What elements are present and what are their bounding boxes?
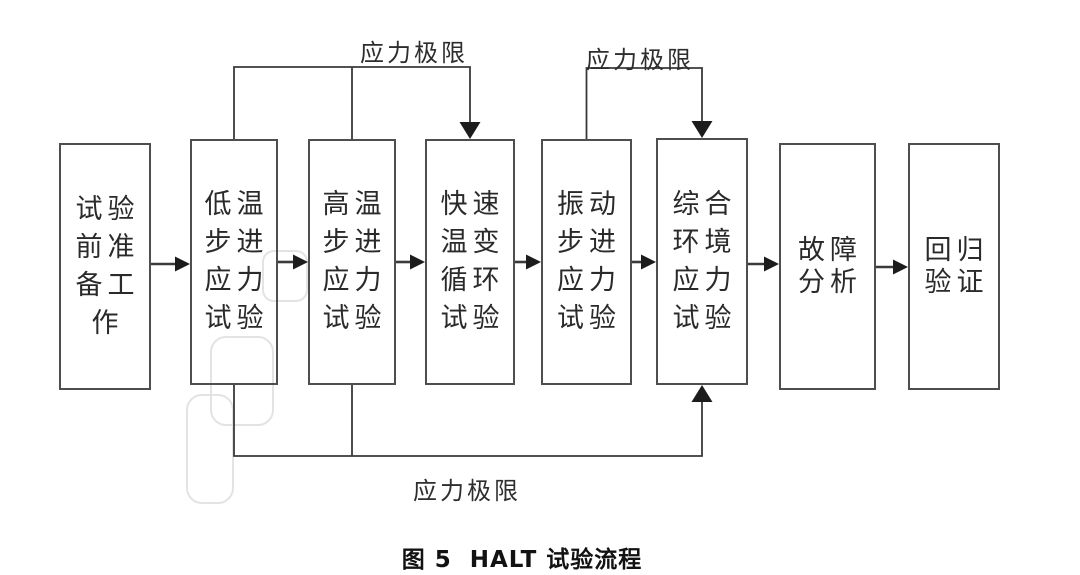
- box-label-line: 故障: [798, 234, 862, 266]
- flow-arrow-head: [293, 254, 308, 270]
- flow-box-high-temp-step: 高温步进应力试验: [308, 139, 396, 385]
- box-label-line: 试验: [204, 303, 269, 334]
- box-label-line: 综合: [672, 188, 737, 220]
- box-label-line: 试验: [672, 302, 737, 334]
- box-label-line: 快速: [440, 189, 505, 220]
- figure-title: HALT 试验流程: [469, 547, 643, 573]
- box-label-line: 高温: [322, 189, 387, 220]
- box-label-line: 步进: [204, 227, 269, 258]
- flow-box-test-preparation: 试验前准备工作: [59, 143, 151, 390]
- stress-limit-bracket-top-right: [585, 67, 703, 139]
- box-label-line: 低温: [204, 189, 269, 220]
- stress-limit-bracket-bottom-head: [691, 385, 713, 402]
- flow-box-combined-env-stress: 综合环境应力试验: [656, 138, 748, 385]
- stress-limit-label-top-right: 应力极限: [586, 46, 694, 74]
- box-label-line: 应力: [672, 264, 737, 296]
- flow-box-vibration-step: 振动步进应力试验: [541, 139, 632, 385]
- box-label-line: 备工: [75, 269, 140, 301]
- stress-limit-label-bottom: 应力极限: [413, 477, 521, 505]
- box-label-line: 作: [91, 307, 124, 339]
- stress-limit-bracket-top-right-head: [691, 121, 713, 138]
- flow-arrow-head: [410, 254, 425, 270]
- box-label-line: 环境: [672, 226, 737, 258]
- box-label-line: 应力: [557, 265, 621, 296]
- flow-arrow-head: [175, 256, 190, 272]
- flow-arrow-head: [764, 256, 779, 272]
- box-label-line: 分析: [798, 266, 862, 298]
- watermark-shape: [262, 250, 308, 302]
- figure-caption: 图 5 HALT 试验流程: [0, 540, 1044, 574]
- figure-label: 图 5: [401, 547, 452, 573]
- watermark-shape: [186, 394, 234, 504]
- stress-limit-bracket-bottom: [233, 385, 703, 457]
- flow-box-low-temp-step: 低温步进应力试验: [190, 139, 278, 385]
- box-label-line: 试验: [322, 303, 387, 334]
- flow-arrow-head: [641, 254, 656, 270]
- watermark-shape: [210, 336, 274, 426]
- box-label-line: 验证: [924, 266, 989, 298]
- flow-box-rapid-thermal-cycle: 快速温变循环试验: [425, 139, 515, 385]
- stress-limit-bracket-top-left-head: [459, 122, 481, 139]
- box-label-line: 回归: [924, 234, 989, 266]
- box-label-line: 振动: [557, 189, 621, 220]
- box-label-line: 试验: [557, 303, 621, 334]
- flow-box-fault-analysis: 故障分析: [779, 143, 876, 390]
- box-label-line: 应力: [204, 265, 269, 296]
- flow-arrow-head: [893, 259, 908, 275]
- flow-arrow-head: [526, 254, 541, 270]
- box-label-line: 步进: [557, 227, 621, 258]
- flow-box-regression-verify: 回归验证: [908, 143, 1000, 390]
- box-label-line: 试验: [440, 303, 505, 334]
- box-label-line: 循环: [440, 265, 505, 296]
- box-label-line: 应力: [322, 265, 387, 296]
- box-label-line: 步进: [322, 227, 387, 258]
- stress-limit-label-top-left: 应力极限: [360, 39, 468, 67]
- box-label-line: 前准: [75, 231, 140, 263]
- box-label-line: 温变: [440, 227, 505, 258]
- box-label-line: 试验: [75, 193, 140, 225]
